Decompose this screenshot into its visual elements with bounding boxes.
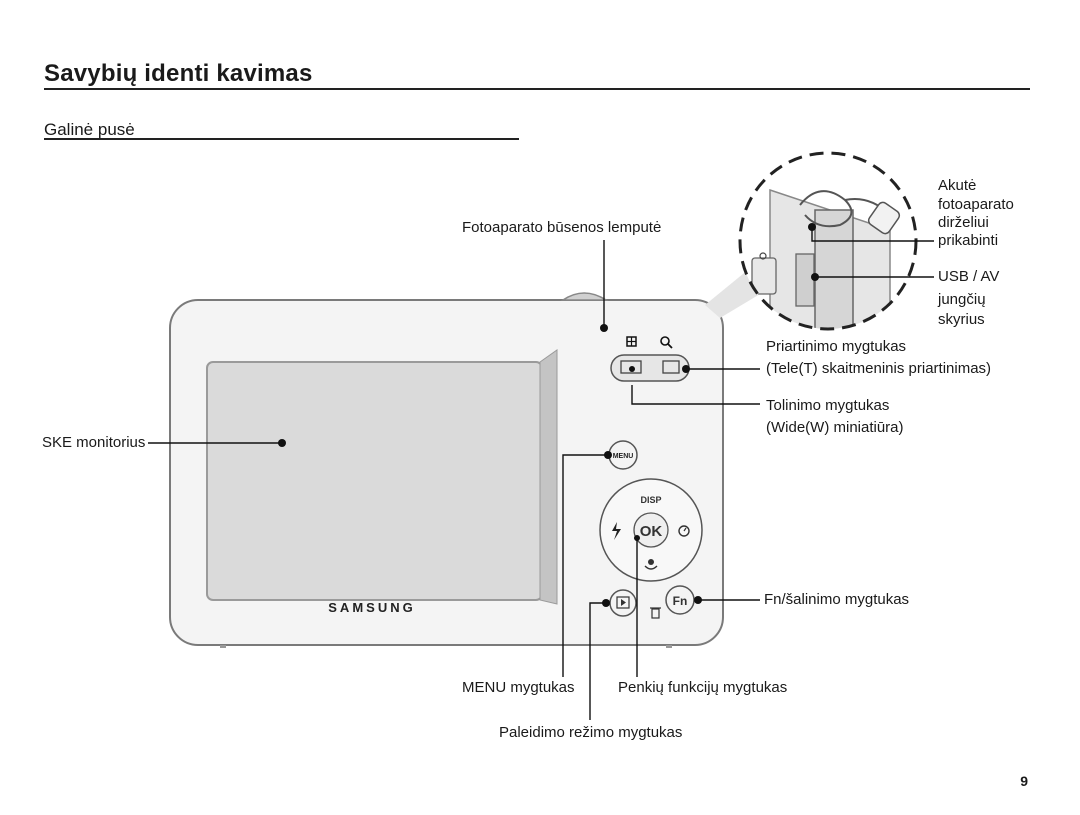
label-strap-eyelet-1: Akutė: [938, 177, 977, 194]
label-five-function: Penkių funkcijų mygtukas: [618, 679, 788, 696]
title-rule: [44, 88, 1030, 90]
label-menu-button: MENU mygtukas: [462, 679, 575, 696]
lcd-screen: [206, 361, 543, 601]
label-zoom-in-2: (Tele(T) skaitmeninis priartinimas): [766, 360, 992, 377]
status-lamp-dot: [600, 324, 608, 332]
brand-logo: SAMSUNG: [328, 600, 415, 615]
label-zoom-in-1: Priartinimo mygtukas: [766, 338, 907, 355]
label-zoom-out-1: Tolinimo mygtukas: [766, 397, 890, 414]
label-usb-av-3: skyrius: [938, 311, 985, 328]
section-subtitle: Galinė pusė: [44, 120, 135, 139]
shutter-bump: [560, 292, 609, 301]
zoom-out-icon: [620, 360, 642, 374]
page-title: Savybių identi kavimas: [44, 60, 313, 87]
leader-dots: [278, 223, 819, 607]
page-number: 9: [1020, 773, 1028, 789]
camera-foot: [220, 645, 226, 648]
play-icon: [621, 599, 626, 606]
label-status-lamp: Fotoaparato būsenos lemputė: [462, 219, 662, 236]
label-strap-eyelet-3: dirželiui: [938, 214, 989, 231]
label-usb-av-2: jungčių: [938, 291, 986, 308]
disp-label: DISP: [640, 495, 661, 505]
macro-icon: [644, 559, 658, 570]
screen-bezel: [539, 349, 558, 605]
playback-frame-icon: [616, 596, 630, 609]
thumbnail-icon: [626, 336, 637, 347]
label-strap-eyelet-2: fotoaparato: [938, 196, 1014, 213]
label-usb-av-1: USB / AV: [938, 268, 1000, 285]
leader-lines: [148, 227, 934, 720]
label-playback: Paleidimo režimo mygtukas: [499, 724, 683, 741]
self-timer-icon: [678, 525, 690, 537]
menu-button-label: MENU: [613, 453, 634, 460]
label-lcd-monitor: SKE monitorius: [42, 434, 146, 451]
trash-icon: [650, 607, 661, 619]
camera-foot: [666, 645, 672, 648]
flash-icon: [612, 522, 621, 540]
fn-button-label: Fn: [673, 594, 688, 608]
zoom-in-icon: [662, 360, 680, 374]
label-strap-eyelet-4: prikabinti: [938, 232, 999, 249]
label-zoom-out-2: (Wide(W) miniatiūra): [766, 419, 904, 436]
zoom-rocker[interactable]: [610, 354, 690, 382]
magnifier-icon: [660, 336, 673, 349]
subtitle-rule: [44, 138, 519, 140]
ok-button[interactable]: [633, 512, 669, 548]
side-detail-callout: [738, 151, 918, 331]
ok-button-label: OK: [640, 523, 663, 540]
label-fn-delete: Fn/šalinimo mygtukas: [764, 591, 910, 608]
